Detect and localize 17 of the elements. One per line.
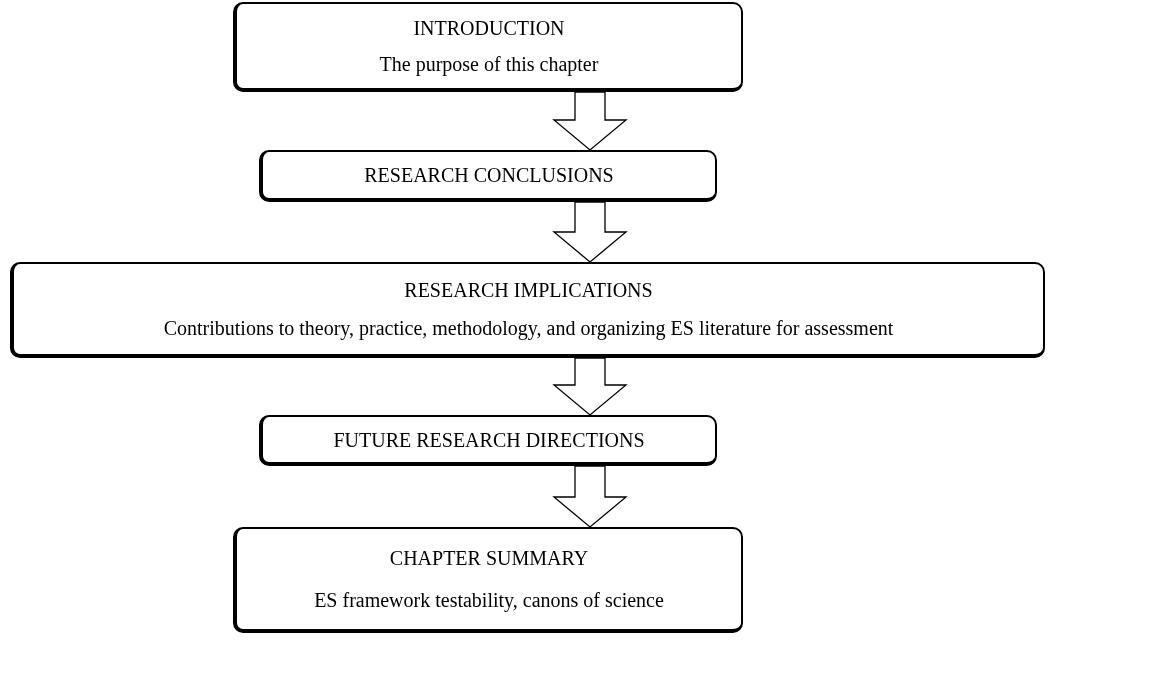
block-arrow	[552, 357, 628, 416]
box-text: ES framework testability, canons of science	[314, 587, 664, 612]
box-heading: CHAPTER SUMMARY	[389, 546, 589, 571]
process-box	[259, 415, 717, 466]
block-arrow	[552, 201, 628, 263]
box-text: Contributions to theory, practice, methodology, and organizing ES literature for assessment	[163, 316, 894, 340]
box-heading: RESEARCH IMPLICATIONS	[404, 278, 653, 302]
box-heading: RESEARCH CONCLUSIONS	[364, 163, 614, 187]
box-text: The purpose of this chapter	[379, 52, 599, 76]
block-arrow	[552, 91, 628, 151]
box-heading: INTRODUCTION	[413, 16, 565, 40]
process-box	[259, 150, 717, 202]
process-box	[10, 262, 1045, 358]
box-heading: FUTURE RESEARCH DIRECTIONS	[333, 427, 645, 452]
process-box	[233, 527, 743, 633]
block-arrow	[552, 465, 628, 528]
process-box	[233, 2, 743, 92]
